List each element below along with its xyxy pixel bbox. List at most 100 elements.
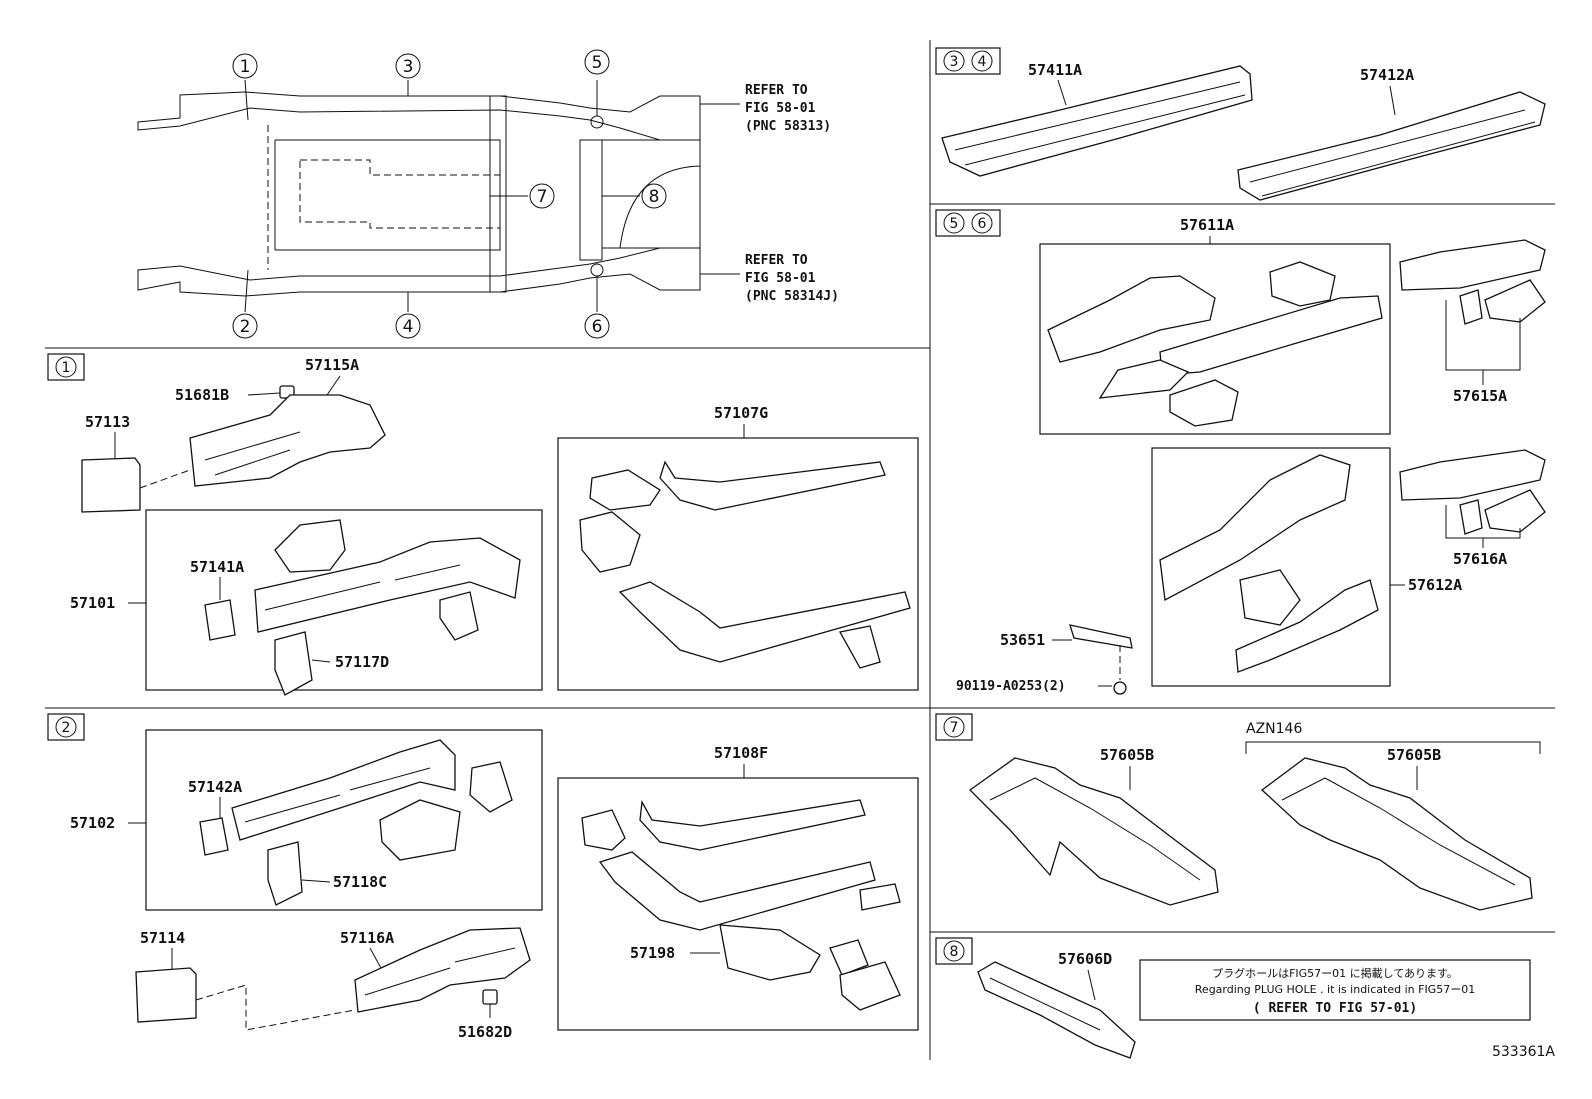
- svg-text:5: 5: [950, 216, 959, 232]
- figure-id: 533361A: [1492, 1044, 1555, 1060]
- label-57605B-b: 57605B: [1387, 746, 1441, 764]
- section-5-6-tag: 5 6: [935, 209, 1001, 237]
- svg-text:2: 2: [62, 720, 71, 736]
- svg-text:6: 6: [978, 216, 987, 232]
- label-57118C: 57118C: [333, 873, 387, 891]
- overview-callout-6: 6: [584, 313, 610, 339]
- overview-callout-7: 7: [529, 183, 555, 209]
- label-57606D: 57606D: [1058, 950, 1112, 968]
- part-57612A-lower-rail: [1235, 579, 1379, 673]
- part-57616A-rail: [1399, 449, 1546, 501]
- label-57411A: 57411A: [1028, 61, 1082, 79]
- box-57612A: [1151, 447, 1391, 687]
- part-57615A-rail: [1399, 239, 1546, 291]
- svg-text:プラグホールはFIG57ー01 に掲載してあります。: プラグホールはFIG57ー01 に掲載してあります。: [1212, 966, 1458, 980]
- part-57101-rail: [254, 537, 521, 633]
- label-57115A: 57115A: [305, 356, 359, 374]
- part-57615A-bracket: [1459, 289, 1483, 325]
- label-57102: 57102: [70, 814, 115, 832]
- section-2-tag: 2: [47, 713, 85, 741]
- svg-text:REFER TO: REFER TO: [745, 83, 808, 98]
- svg-text:REFER TO: REFER TO: [745, 253, 808, 268]
- svg-text:FIG 58-01: FIG 58-01: [745, 101, 816, 116]
- frame-overview: [137, 79, 740, 313]
- label-57198: 57198: [630, 944, 675, 962]
- svg-text:(PNC 58314J): (PNC 58314J): [745, 289, 839, 304]
- svg-text:2: 2: [240, 317, 251, 337]
- label-57107G: 57107G: [714, 404, 768, 422]
- part-57107G-upper-rail: [659, 460, 886, 511]
- svg-text:3: 3: [950, 54, 959, 70]
- part-57198: [719, 924, 821, 981]
- svg-text:7: 7: [537, 187, 548, 207]
- part-57606D: [977, 961, 1136, 1059]
- section-7-tag: 7: [935, 713, 973, 741]
- section-2: 2 57102 57142A 57118C 57114 57116A 51682…: [47, 713, 919, 1041]
- section-3-4: 3 4 57411A 57412A: [935, 47, 1546, 201]
- label-57612A: 57612A: [1408, 576, 1462, 594]
- variant-label: AZN146: [1246, 721, 1302, 737]
- label-51681B: 51681B: [175, 386, 229, 404]
- overview-callout-4: 4: [395, 313, 421, 339]
- part-57605B-a: [968, 757, 1219, 906]
- label-57141A: 57141A: [190, 558, 244, 576]
- svg-text:5: 5: [592, 53, 603, 73]
- part-57115A: [189, 394, 386, 487]
- section-8-tag: 8: [935, 937, 973, 965]
- part-57616A-bracket: [1459, 499, 1483, 535]
- plug-hole-note: プラグホールはFIG57ー01 に掲載してあります。 Regarding PLU…: [1139, 959, 1531, 1021]
- label-57615A: 57615A: [1453, 387, 1507, 405]
- svg-text:(PNC 58313): (PNC 58313): [745, 119, 831, 134]
- label-57113: 57113: [85, 413, 130, 431]
- label-57412A: 57412A: [1360, 66, 1414, 84]
- part-57108F-bracket: [581, 809, 626, 851]
- part-57113: [81, 457, 141, 513]
- part-57142A: [199, 817, 229, 856]
- label-57611A: 57611A: [1180, 216, 1234, 234]
- box-57101: [145, 509, 543, 691]
- section-8: 8 57606D プラグホールはFIG57ー01 に掲載してあります。 Rega…: [935, 937, 1531, 1059]
- part-57612A-upper-rail: [1159, 454, 1351, 602]
- label-51682D: 51682D: [458, 1023, 512, 1041]
- svg-text:7: 7: [950, 720, 959, 736]
- part-57118C: [267, 841, 303, 906]
- svg-text:6: 6: [592, 317, 603, 337]
- refer-note-top: REFER TO FIG 58-01 (PNC 58313): [745, 83, 831, 134]
- svg-text:4: 4: [403, 317, 414, 337]
- part-57108F-lower-rail: [598, 851, 876, 931]
- part-57114: [135, 967, 197, 1023]
- part-57611A-rail: [1047, 275, 1216, 363]
- svg-text:1: 1: [62, 360, 71, 376]
- label-53651: 53651: [1000, 631, 1045, 649]
- part-57412A: [1237, 91, 1546, 201]
- section-1-tag: 1: [47, 353, 85, 381]
- box-57107G: [557, 437, 919, 691]
- part-51682D: [482, 989, 498, 1005]
- part-57102-rail: [231, 739, 456, 841]
- section-3-4-tag: 3 4: [935, 47, 1001, 75]
- svg-text:4: 4: [978, 54, 987, 70]
- part-53651: [1069, 624, 1133, 649]
- section-1: 1 57113 51681B 57115A 57101 57141A 57117…: [47, 353, 919, 696]
- part-57107G-lower-rail: [618, 581, 911, 663]
- label-57142A: 57142A: [188, 778, 242, 796]
- overview-callout-3: 3: [395, 53, 421, 79]
- svg-text:8: 8: [649, 187, 660, 207]
- label-57117D: 57117D: [335, 653, 389, 671]
- box-57108F: [557, 777, 919, 1031]
- label-57108F: 57108F: [714, 744, 768, 762]
- label-57116A: 57116A: [340, 929, 394, 947]
- section-grid: [45, 40, 1555, 1060]
- part-57101-upper-bracket: [274, 519, 346, 573]
- label-90119-A0253: 90119-A0253(2): [956, 679, 1066, 694]
- box-57102: [145, 729, 543, 911]
- overview-callout-8: 8: [641, 183, 667, 209]
- part-57108F-upper-rail: [639, 799, 866, 851]
- label-57605B-a: 57605B: [1100, 746, 1154, 764]
- label-57616A: 57616A: [1453, 550, 1507, 568]
- svg-text:Regarding PLUG HOLE . it is in: Regarding PLUG HOLE . it is indicated in…: [1195, 983, 1475, 996]
- svg-text:3: 3: [403, 57, 414, 77]
- part-90119-A0253-bolt: [1113, 681, 1127, 695]
- part-57107G-bracket: [589, 469, 661, 511]
